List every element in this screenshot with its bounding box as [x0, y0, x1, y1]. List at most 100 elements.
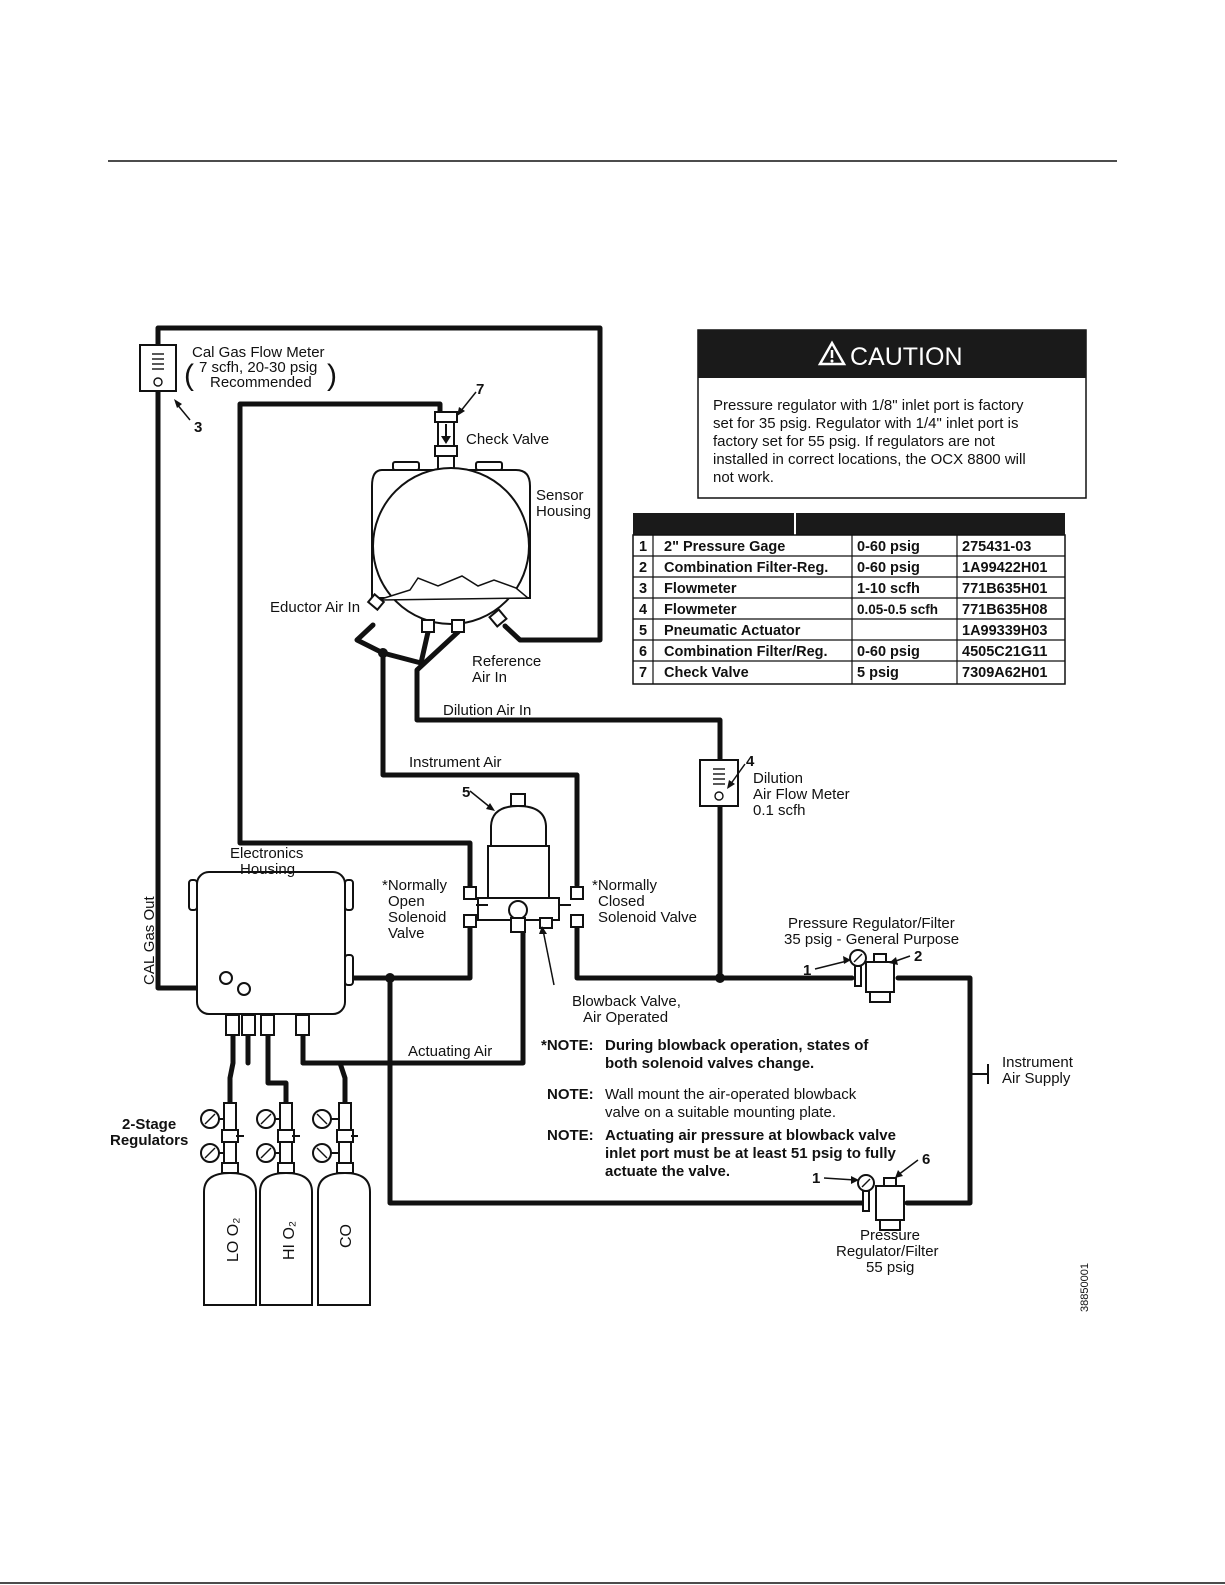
electronics-housing-label-2: Housing — [240, 861, 295, 878]
normally-closed-label-3: Solenoid Valve — [598, 909, 697, 926]
parts-row: 3 Flowmeter 1-10 scfh 771B635H01 — [639, 581, 1047, 597]
gas-cylinder-hi-o2 — [259, 1162, 313, 1306]
svg-text:0-60 psig: 0-60 psig — [857, 644, 920, 660]
svg-text:1A99339H03: 1A99339H03 — [962, 623, 1047, 639]
regulator-35-label-2: 35 psig - General Purpose — [784, 931, 959, 948]
svg-text:inlet port must be at least 51: inlet port must be at least 51 psig to f… — [605, 1145, 897, 1162]
svg-text:1A99422H01: 1A99422H01 — [962, 560, 1047, 576]
two-stage-regulator-2 — [256, 1102, 300, 1164]
blowback-valve-label-2: Air Operated — [583, 1009, 668, 1026]
sensor-housing-label-1: Sensor — [536, 487, 584, 504]
dilution-flow-meter-label-3: 0.1 scfh — [753, 802, 806, 819]
svg-text:5 psig: 5 psig — [857, 665, 899, 681]
regulator-55-label-2: Regulator/Filter — [836, 1243, 939, 1260]
eductor-air-in-label: Eductor Air In — [270, 599, 360, 616]
callout-1-upper: 1 — [803, 962, 811, 979]
cal-flow-meter-bracket-right: ) — [327, 359, 337, 392]
svg-text:NOTE:: NOTE: — [547, 1127, 594, 1144]
svg-text:Combination Filter-Reg.: Combination Filter-Reg. — [664, 560, 828, 576]
callout-arrows — [174, 391, 919, 1184]
svg-text:*NOTE:: *NOTE: — [541, 1037, 594, 1054]
check-valve-label: Check Valve — [466, 431, 549, 448]
svg-text:valve on a suitable mounting p: valve on a suitable mounting plate. — [605, 1104, 836, 1121]
svg-text:2: 2 — [639, 560, 647, 576]
normally-open-label-1: *Normally — [382, 877, 448, 894]
svg-text:Pneumatic Actuator: Pneumatic Actuator — [664, 623, 801, 639]
cylinder-co-label: CO — [338, 1224, 355, 1248]
callout-2: 2 — [914, 948, 922, 965]
parts-row: 2 Combination Filter-Reg. 0-60 psig 1A99… — [639, 560, 1047, 576]
caution-line-1: Pressure regulator with 1/8" inlet port … — [713, 397, 1024, 414]
parts-row: 7 Check Valve 5 psig 7309A62H01 — [639, 665, 1047, 681]
sensor-housing — [366, 461, 531, 633]
svg-text:275431-03: 275431-03 — [962, 539, 1031, 555]
svg-text:Combination Filter/Reg.: Combination Filter/Reg. — [664, 644, 828, 660]
dilution-air-in-label: Dilution Air In — [443, 702, 531, 719]
cal-gas-out-label: CAL Gas Out — [141, 896, 158, 985]
caution-line-5: not work. — [713, 469, 774, 486]
caution-box: CAUTION Pressure regulator with 1/8" inl… — [697, 329, 1087, 499]
two-stage-regulator-1 — [200, 1102, 244, 1164]
pressure-regulator-35 — [849, 949, 895, 1003]
parts-table: 1 2" Pressure Gage 0-60 psig 275431-03 2… — [632, 513, 1066, 685]
svg-text:2" Pressure Gage: 2" Pressure Gage — [664, 539, 785, 555]
cylinder-lo-o2-label: LO O₂ — [225, 1218, 242, 1262]
caution-line-2: set for 35 psig. Regulator with 1/4" inl… — [713, 415, 1018, 432]
svg-text:both solenoid valves change.: both solenoid valves change. — [605, 1055, 814, 1072]
callout-7: 7 — [476, 381, 484, 398]
svg-text:0-60 psig: 0-60 psig — [857, 560, 920, 576]
two-stage-regulators-label-1: 2-Stage — [122, 1116, 176, 1133]
cal-flow-meter-label-2: 7 scfh, 20-30 psig — [199, 359, 317, 376]
svg-text:4: 4 — [639, 602, 647, 618]
cal-flow-meter-label-1: Cal Gas Flow Meter — [192, 344, 325, 361]
two-stage-regulator-3 — [312, 1102, 358, 1164]
svg-text:Actuating air pressure at blow: Actuating air pressure at blowback valve — [605, 1127, 896, 1144]
parts-row: 4 Flowmeter 0.05-0.5 scfh 771B635H08 — [639, 602, 1047, 618]
parts-row: 1 2" Pressure Gage 0-60 psig 275431-03 — [639, 539, 1031, 555]
reference-air-in-label-1: Reference — [472, 653, 541, 670]
svg-text:actuate the valve.: actuate the valve. — [605, 1163, 730, 1180]
instrument-air-label: Instrument Air — [409, 754, 502, 771]
reference-air-in-label-2: Air In — [472, 669, 507, 686]
sensor-housing-label-2: Housing — [536, 503, 591, 520]
svg-text:1: 1 — [639, 539, 647, 555]
check-valve — [434, 411, 458, 471]
normally-open-label-2: Open — [388, 893, 425, 910]
junction-dot — [385, 973, 395, 983]
junction-dot — [715, 973, 725, 983]
instrument-air-supply-label-1: Instrument — [1002, 1054, 1074, 1071]
svg-text:Flowmeter: Flowmeter — [664, 602, 737, 618]
callout-3: 3 — [194, 419, 202, 436]
two-stage-regulators-label-2: Regulators — [110, 1132, 188, 1149]
svg-text:3: 3 — [639, 581, 647, 597]
svg-text:Flowmeter: Flowmeter — [664, 581, 737, 597]
caution-title: CAUTION — [850, 343, 963, 371]
electronics-housing-label-1: Electronics — [230, 845, 303, 862]
normally-closed-label-2: Closed — [598, 893, 645, 910]
notes: *NOTE: During blowback operation, states… — [541, 1037, 897, 1180]
callout-5: 5 — [462, 784, 470, 801]
svg-text:0-60 psig: 0-60 psig — [857, 539, 920, 555]
svg-text:Check Valve: Check Valve — [664, 665, 749, 681]
gas-cylinder-lo-o2 — [203, 1162, 257, 1306]
actuating-air-label: Actuating Air — [408, 1043, 492, 1060]
cal-flow-meter-bracket-left: ( — [184, 359, 194, 392]
parts-row: 6 Combination Filter/Reg. 0-60 psig 4505… — [639, 644, 1047, 660]
svg-text:6: 6 — [639, 644, 647, 660]
svg-text:7: 7 — [639, 665, 647, 681]
instrument-air-supply-label-2: Air Supply — [1002, 1070, 1071, 1087]
svg-text:Wall mount the air-operated bl: Wall mount the air-operated blowback — [605, 1086, 857, 1103]
dilution-flow-meter-label-2: Air Flow Meter — [753, 786, 850, 803]
regulator-55-label-3: 55 psig — [866, 1259, 914, 1276]
regulator-55-label-1: Pressure — [860, 1227, 920, 1244]
svg-text:7309A62H01: 7309A62H01 — [962, 665, 1047, 681]
callout-6: 6 — [922, 1151, 930, 1168]
dilution-flow-meter-label-1: Dilution — [753, 770, 803, 787]
cylinder-hi-o2-label: HI O₂ — [281, 1221, 298, 1260]
warning-icon — [817, 340, 847, 366]
caution-line-4: installed in correct locations, the OCX … — [713, 451, 1026, 468]
normally-open-label-3: Solenoid — [388, 909, 446, 926]
gas-cylinder-co — [317, 1162, 371, 1306]
svg-text:1-10 scfh: 1-10 scfh — [857, 581, 920, 597]
